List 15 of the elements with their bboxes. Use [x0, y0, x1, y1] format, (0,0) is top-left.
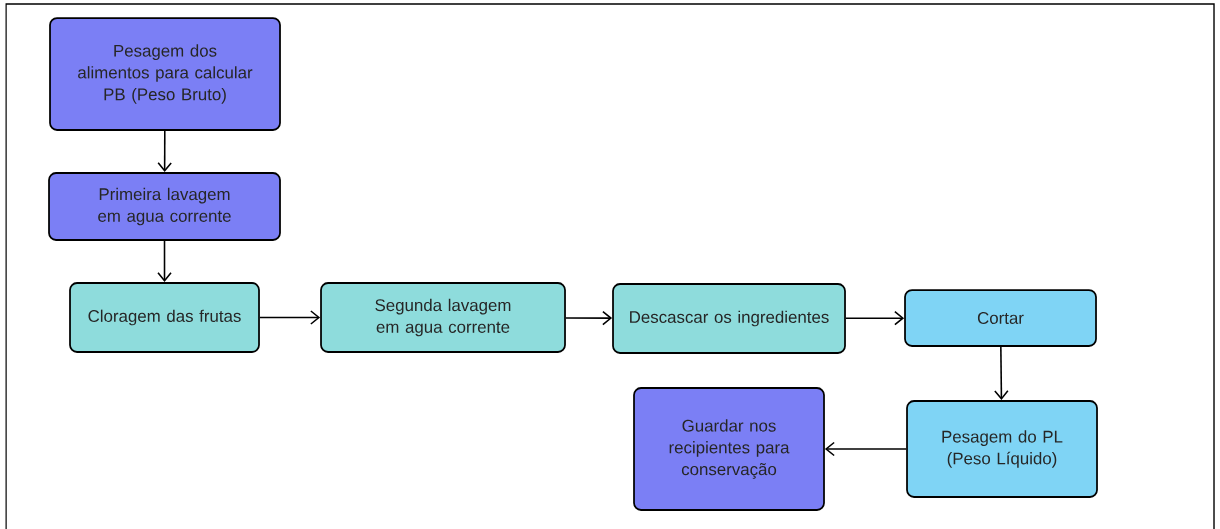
arrow [994, 346, 1009, 401]
process-box: Segunda lavagem em agua corrente [320, 282, 566, 353]
process-box: Descascar os ingredientes [612, 283, 846, 354]
arrow [157, 240, 172, 283]
arrow [565, 310, 613, 326]
arrow [259, 310, 321, 325]
arrow [824, 441, 907, 457]
process-box: Guardar nos recipientes para conservação [633, 387, 825, 511]
process-box: Pesagem do PL (Peso Líquido) [906, 400, 1098, 498]
process-box: Primeira lavagem em agua corrente [48, 172, 281, 241]
process-box: Pesagem dos alimentos para calcular PB (Peso Bruto) [49, 17, 281, 131]
arrow [157, 130, 172, 173]
arrow [845, 310, 905, 326]
process-box: Cloragem das frutas [69, 282, 260, 353]
process-box: Cortar [904, 289, 1097, 347]
